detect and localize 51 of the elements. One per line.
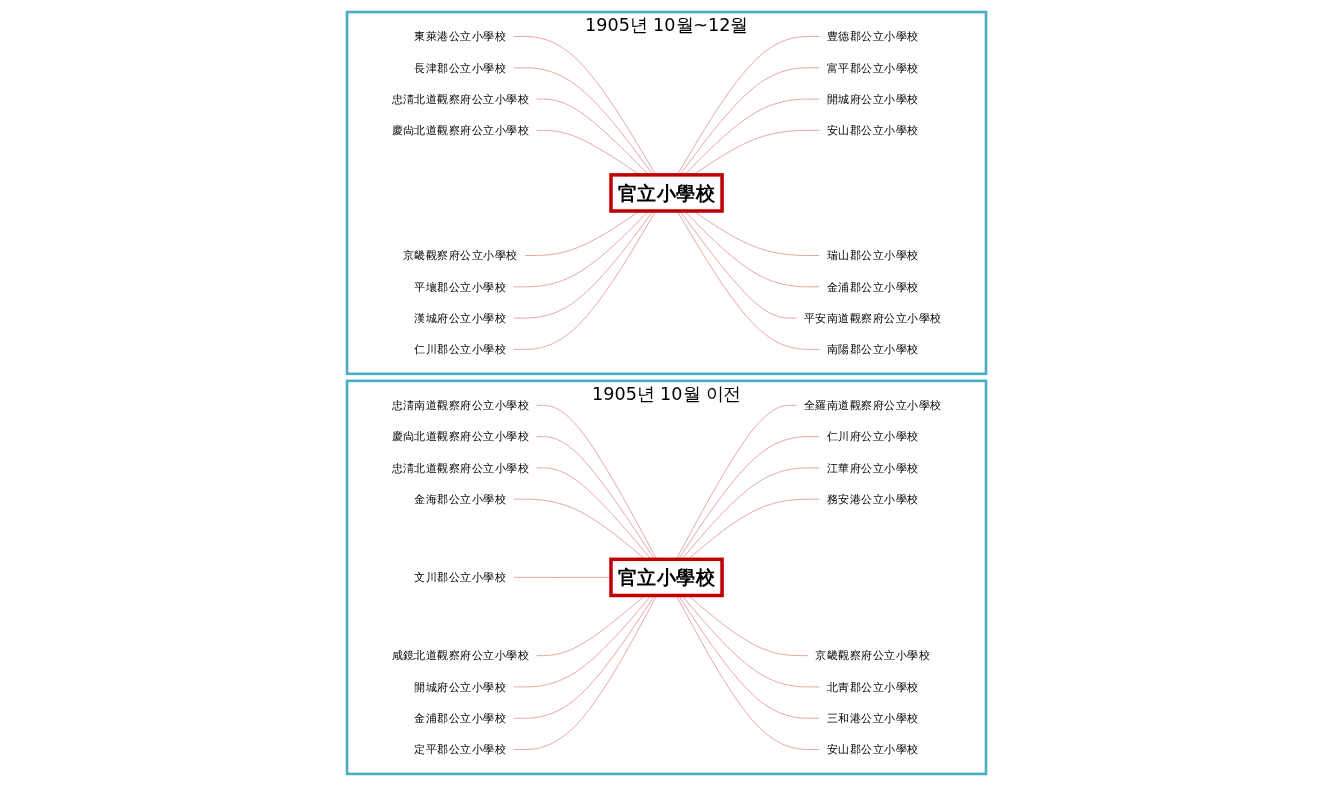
node-text: 安山郡公立小學校 xyxy=(827,742,920,756)
node-text: 仁川郡公立小學校 xyxy=(414,342,507,356)
node-text: 仁川府公立小學校 xyxy=(827,429,920,444)
connector xyxy=(678,436,821,560)
node-text: 定平郡公立小學校 xyxy=(414,742,507,756)
node-text: 瑞山郡公立小學校 xyxy=(827,248,920,262)
node-text: 金海郡公立小學校 xyxy=(414,492,507,506)
connector xyxy=(688,595,810,657)
node-text: 平安南道觀察府公立小學校 xyxy=(804,311,942,325)
node-text: 金浦郡公立小學校 xyxy=(414,711,507,725)
node-text: 長津郡公立小學校 xyxy=(414,60,507,75)
node-text: 忠淸北道觀察府公立小學校 xyxy=(392,92,530,106)
node-text: 慶尙北道觀察府公立小學校 xyxy=(392,429,530,444)
connector xyxy=(536,595,646,657)
node-text: 忠淸北道觀察府公立小學校 xyxy=(392,461,530,475)
node-text: 開城府公立小學校 xyxy=(414,680,507,694)
connector xyxy=(676,595,821,750)
node-text: 咸鏡北道觀察府公立小學校 xyxy=(392,648,530,663)
node-box: 官立小學校 xyxy=(609,557,725,598)
connector xyxy=(681,467,821,560)
node-text: 漢城府公立小學校 xyxy=(414,311,507,325)
node-text: 金浦郡公立小學校 xyxy=(827,279,920,294)
node-text: 全羅南道觀察府公立小學校 xyxy=(804,398,942,412)
connector xyxy=(536,404,658,560)
node-text: 慶尙北道觀察府公立小學校 xyxy=(392,123,530,137)
connector xyxy=(678,595,821,719)
connector xyxy=(676,404,798,560)
connector xyxy=(513,498,646,560)
connector xyxy=(513,595,658,750)
connector xyxy=(536,467,653,560)
node-text: 平壤郡公立小學校 xyxy=(414,279,507,294)
node-box: 官立小學校 xyxy=(609,173,725,213)
node-text: 北靑郡公立小學校 xyxy=(827,680,920,694)
node-text: 京畿觀察府公立小學校 xyxy=(815,648,931,663)
connector xyxy=(688,498,821,560)
node-text: 務安港公立小學校 xyxy=(827,492,920,506)
node-text: 安山郡公立小學校 xyxy=(827,123,920,137)
node-text: 富平郡公立小學校 xyxy=(827,60,920,75)
node-text: 三和港公立小學校 xyxy=(827,711,920,725)
node-text: 文川郡公立小學校 xyxy=(414,570,507,584)
connector xyxy=(513,595,653,688)
node-text: 開城府公立小學校 xyxy=(827,92,920,106)
node-text: 東萊港公立小學校 xyxy=(414,29,507,43)
node-text: 忠淸南道觀察府公立小學校 xyxy=(392,398,530,412)
node-text: 京畿觀察府公立小學校 xyxy=(403,248,519,262)
connector xyxy=(536,436,656,560)
connector xyxy=(681,595,821,688)
node-text: 南陽郡公立小學校 xyxy=(827,342,920,356)
node-text: 豊德郡公立小學校 xyxy=(827,29,920,43)
node-text: 江華府公立小學校 xyxy=(827,461,920,475)
connector xyxy=(513,595,656,719)
